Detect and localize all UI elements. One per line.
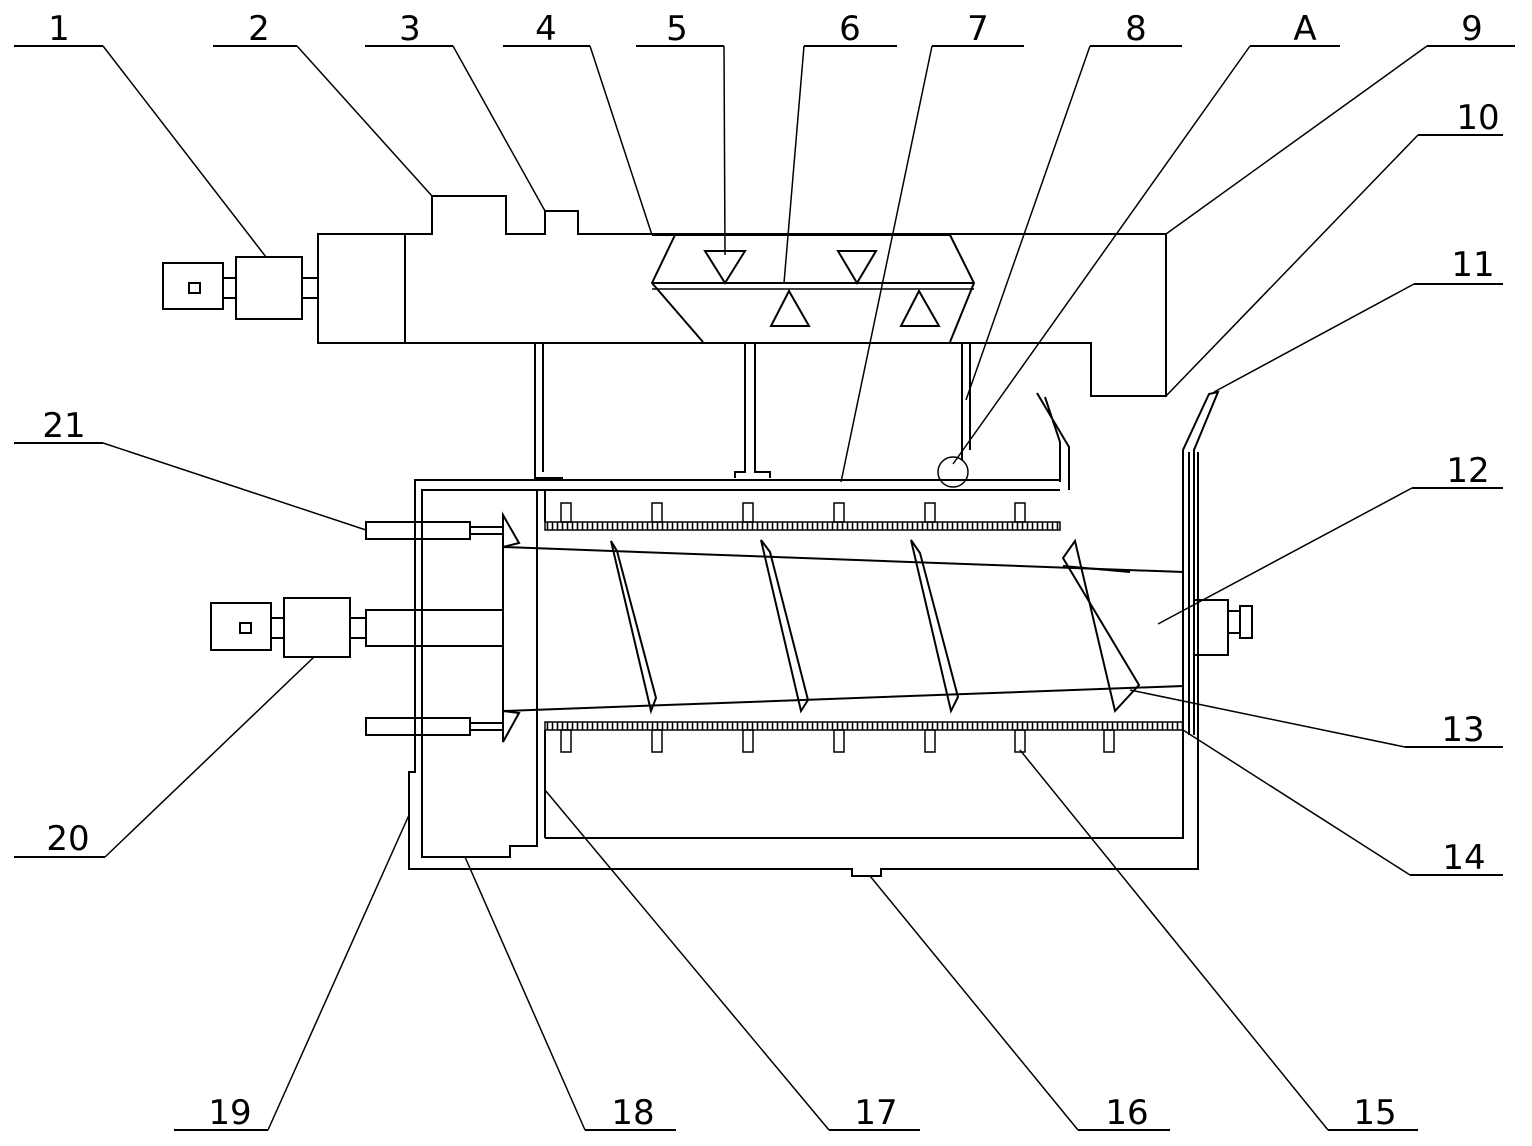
discharge-bearing [1193,599,1253,656]
cylinders [365,521,504,736]
callout-21: 21 [14,406,367,531]
callout-A: A [952,9,1340,465]
callout-11: 11 [1213,245,1503,393]
callout-label: 15 [1353,1093,1396,1133]
callout-label: 7 [967,9,989,49]
callout-label: A [1293,9,1316,49]
callout-15: 15 [1019,749,1418,1133]
callout-4: 4 [503,9,653,236]
callout-label: 3 [399,9,421,49]
callout-label: 19 [208,1093,251,1133]
right-chute-plate [1182,390,1220,735]
support-columns [534,343,971,479]
callout-9: 9 [1165,9,1515,235]
callout-18: 18 [464,856,676,1133]
bottom-screen [544,721,1184,753]
callout-2: 2 [213,9,433,197]
callout-17: 17 [544,789,920,1133]
callout-label: 10 [1456,98,1499,138]
screw-shaft [502,511,1184,743]
callout-label: 11 [1451,245,1494,285]
callout-6: 6 [783,9,897,284]
callout-label: 5 [666,9,688,49]
callout-16: 16 [869,875,1170,1133]
callout-19: 19 [174,814,410,1133]
detail-a-marker [937,456,969,488]
callout-8: 8 [965,9,1182,401]
callout-label: 6 [839,9,861,49]
callout-label: 1 [48,9,70,49]
callout-label: 20 [46,819,89,859]
callout-1: 1 [14,9,267,258]
upper-spray-tray [544,392,1070,531]
upper-housing [317,195,1167,397]
upper-drive-motor [162,256,319,320]
callout-20: 20 [14,656,315,859]
left-drive-motor [210,597,504,658]
callout-13: 13 [1129,689,1503,750]
callout-3: 3 [365,9,546,212]
callout-label: 4 [535,9,557,49]
inner-frame [536,489,1184,846]
callout-label: 18 [611,1093,654,1133]
callout-7: 7 [840,9,1024,483]
callout-label: 16 [1105,1093,1148,1133]
callout-5: 5 [636,9,726,256]
callout-label: 17 [854,1093,897,1133]
callout-label: 8 [1125,9,1147,49]
screw-flights [610,538,1141,715]
spray-chamber [650,234,976,343]
callout-label: 21 [42,406,85,446]
callout-label: 14 [1442,838,1485,878]
callout-12: 12 [1157,451,1503,625]
callout-label: 2 [248,9,270,49]
outer-tank [408,452,1199,877]
callout-label: 12 [1446,451,1489,491]
callout-14: 14 [1182,729,1503,878]
callout-label: 9 [1461,9,1483,49]
callout-10: 10 [1165,98,1503,397]
callout-label: 13 [1441,710,1484,750]
